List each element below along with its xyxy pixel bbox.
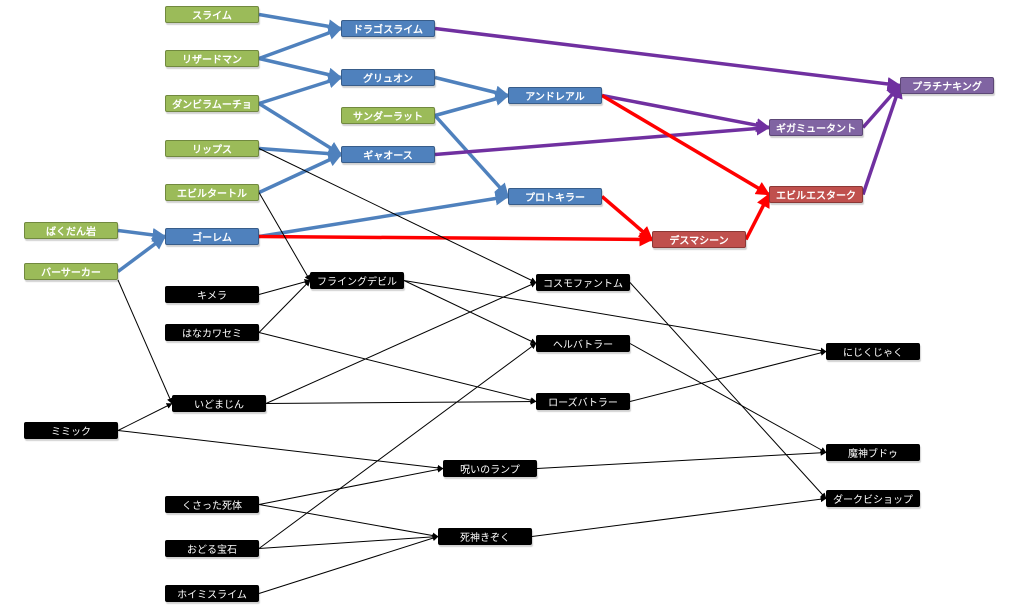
edge-slime-to-drakslime [258, 12, 343, 34]
edge-golem-to-deathmachine [258, 232, 654, 247]
node-hanakawasemi: はなカワセミ [165, 324, 259, 341]
node-chaos: ギャオース [341, 146, 435, 163]
edge-flyingdevil-to-nijikujaku [403, 280, 827, 354]
edge-evilturtle-to-chaos [258, 152, 343, 195]
edge-mimic-to-noroinolamp [117, 430, 444, 471]
node-lips: リップス [165, 140, 259, 157]
node-berserker: バーサーカー [24, 263, 118, 280]
edge-golem-to-protokiller [258, 191, 510, 239]
edge-chimera-to-flyingdevil [258, 279, 311, 295]
node-nijikujaku: にじくじゃく [826, 343, 920, 360]
edge-itomajin-to-cosmophantom [265, 281, 537, 404]
node-odoruhouseki: おどる宝石 [165, 540, 259, 557]
edge-thunderrat-to-andreal [434, 92, 510, 118]
edge-hellbattler-to-majinbudou [629, 343, 827, 453]
edge-hanakawasemi-to-rosebattler [258, 332, 537, 404]
node-hoimislime: ホイミスライム [165, 585, 259, 602]
node-chimera: キメラ [165, 286, 259, 303]
edge-berserker-to-itomajin [117, 279, 173, 405]
node-shinigamikizoku: 死神きぞく [438, 528, 532, 545]
node-rosebattler: ローズバトラー [536, 393, 630, 410]
edge-evilturtle-to-flyingdevil [258, 192, 311, 282]
edge-hoimislime-to-shinigamikizoku [258, 535, 439, 594]
node-mimic: ミミック [24, 422, 118, 439]
node-noroinolamp: 呪いのランプ [443, 460, 537, 477]
edge-mimic-to-itomajin [117, 403, 173, 431]
edge-rosebattler-to-nijikujaku [629, 349, 827, 402]
node-kusattashitai: くさった死体 [165, 496, 259, 513]
edge-bakudan-to-golem [117, 227, 167, 242]
edge-deathmachine-to-evilestark [744, 193, 771, 241]
node-bakudan: ばくだん岩 [24, 222, 118, 239]
edge-odoruhouseki-to-hellbattler [258, 343, 537, 549]
node-gigamutant: ギガミュータント [769, 119, 863, 136]
node-evilestark: エビルエスターク [769, 186, 863, 203]
edge-shinigamikizoku-to-darkbishop [531, 496, 827, 537]
edge-chaos-to-gigamutant [434, 121, 771, 157]
edge-lizardman-to-drakslime [258, 26, 343, 61]
edge-odoruhouseki-to-shinigamikizoku [258, 533, 439, 549]
edge-thunderrat-to-protokiller [433, 114, 510, 198]
edge-lizardman-to-griffon [258, 56, 343, 82]
edge-kusattashitai-to-shinigamikizoku [258, 504, 439, 539]
edge-griffon-to-andreal [434, 75, 510, 100]
node-andreal: アンドレアル [508, 87, 602, 104]
node-lizardman: リザードマン [165, 50, 259, 67]
edge-hanakawasemi-to-flyingdevil [258, 280, 311, 333]
node-griffon: グリュオン [341, 69, 435, 86]
node-protokiller: プロトキラー [508, 188, 602, 205]
node-slime: スライム [165, 6, 259, 23]
edge-berserker-to-golem [116, 235, 167, 273]
node-drakslime: ドラゴスライム [341, 20, 435, 37]
edge-protokiller-to-deathmachine [600, 195, 654, 241]
node-platinum: プラチナキング [900, 77, 994, 94]
edge-flyingdevil-to-hellbattler [403, 280, 537, 344]
node-thunderrat: サンダーラット [341, 107, 435, 124]
edge-dancing-to-chaos [258, 102, 343, 156]
edge-drakslime-to-platinum [434, 26, 902, 91]
node-deathmachine: デスマシーン [652, 231, 746, 248]
node-cosmophantom: コスモファントム [536, 274, 630, 291]
node-golem: ゴーレム [165, 228, 259, 245]
node-dancing: ダンビラムーチョ [165, 95, 259, 112]
node-itomajin: いどまじん [172, 395, 266, 412]
edge-andreal-to-evilestark [601, 93, 771, 197]
edge-andreal-to-gigamutant [601, 93, 771, 133]
edge-lips-to-chaos [258, 146, 343, 161]
node-majinbudou: 魔神ブドゥ [826, 444, 920, 461]
node-evilturtle: エビルタートル [165, 184, 259, 201]
node-flyingdevil: フライングデビル [310, 272, 404, 289]
edge-cosmophantom-to-darkbishop [629, 282, 827, 499]
edge-dancing-to-griffon [258, 74, 343, 106]
edge-itomajin-to-rosebattler [265, 398, 537, 405]
node-hellbattler: ヘルバトラー [536, 335, 630, 352]
edge-kusattashitai-to-noroinolamp [258, 466, 444, 505]
edge-noroinolamp-to-majinbudou [536, 449, 827, 469]
edge-evilestark-to-platinum [861, 84, 903, 196]
edge-lips-to-cosmophantom [258, 148, 537, 283]
node-darkbishop: ダークビショップ [826, 490, 920, 507]
